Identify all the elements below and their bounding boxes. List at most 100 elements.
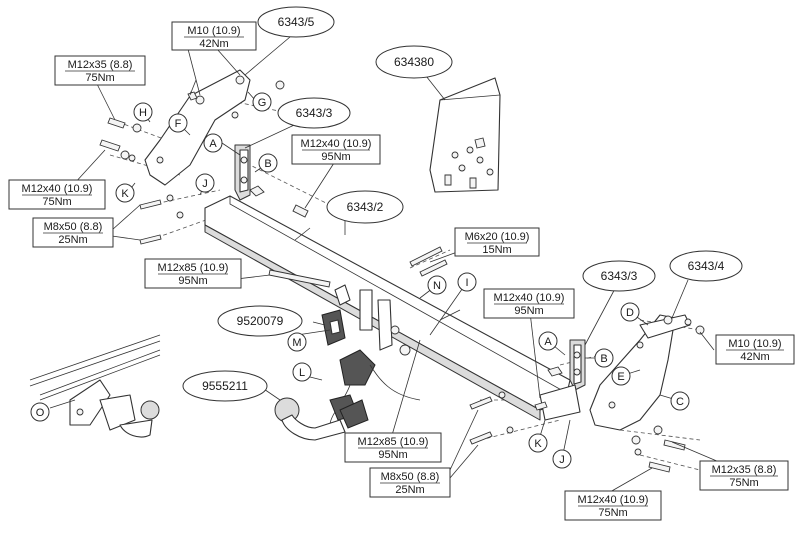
svg-text:E: E — [617, 371, 624, 383]
part-number-6343-2: 6343/2 — [326, 190, 404, 224]
part-number-6343-3-left: 6343/3 — [277, 97, 351, 129]
svg-text:95Nm: 95Nm — [378, 449, 407, 461]
right-side-bracket — [547, 339, 586, 391]
spec-m12x85-95nm-left: M12x85 (10.9) 95Nm — [144, 258, 242, 289]
svg-text:N: N — [433, 280, 441, 292]
svg-text:6343/4: 6343/4 — [688, 259, 725, 273]
svg-text:6343/3: 6343/3 — [601, 269, 638, 283]
svg-text:K: K — [121, 188, 129, 200]
callout-c: C — [670, 391, 690, 411]
wiring-harness — [329, 349, 421, 426]
callout-o: O — [30, 402, 50, 422]
svg-text:I: I — [465, 277, 468, 289]
svg-text:G: G — [258, 97, 267, 109]
svg-text:6343/5: 6343/5 — [278, 15, 315, 29]
svg-text:K: K — [534, 438, 542, 450]
spec-m12x85-95nm-bottom: M12x85 (10.9) 95Nm — [344, 432, 442, 463]
svg-text:A: A — [209, 138, 217, 150]
callout-k-left: K — [115, 183, 135, 203]
svg-text:75Nm: 75Nm — [598, 507, 627, 519]
spec-m12x40-95nm-top: M12x40 (10.9) 95Nm — [291, 134, 381, 165]
svg-text:75Nm: 75Nm — [85, 72, 114, 84]
callout-m: M — [287, 332, 307, 352]
right-bolts — [469, 391, 686, 473]
svg-text:C: C — [676, 396, 684, 408]
callout-j-right: J — [552, 449, 572, 469]
callout-g: G — [252, 92, 272, 112]
part-number-9555211: 9555211 — [182, 370, 268, 402]
svg-text:25Nm: 25Nm — [58, 234, 87, 246]
svg-text:6343/2: 6343/2 — [347, 200, 384, 214]
spec-m12x40-75nm-left: M12x40 (10.9) 75Nm — [8, 179, 106, 210]
spec-m10-42nm-right: M10 (10.9) 42Nm — [715, 334, 795, 365]
callout-i: I — [457, 272, 477, 292]
svg-text:9520079: 9520079 — [237, 314, 284, 328]
callout-n: N — [427, 275, 447, 295]
svg-text:M8x50 (8.8): M8x50 (8.8) — [44, 221, 103, 233]
spec-m12x35-75nm-top: M12x35 (8.8) 75Nm — [54, 55, 146, 86]
svg-text:J: J — [559, 454, 565, 466]
callout-letters: H F G A B J K N I M L O A B D E C K J — [30, 92, 690, 469]
right-side-plate — [589, 314, 705, 431]
left-bolts — [99, 80, 309, 245]
svg-text:M10 (10.9): M10 (10.9) — [187, 25, 240, 37]
callout-a-right: A — [538, 331, 558, 351]
svg-text:M6x20 (10.9): M6x20 (10.9) — [465, 231, 530, 243]
svg-text:B: B — [264, 158, 271, 170]
svg-text:H: H — [139, 107, 147, 119]
svg-text:M12x40 (10.9): M12x40 (10.9) — [301, 138, 372, 150]
svg-text:25Nm: 25Nm — [395, 484, 424, 496]
svg-text:M10 (10.9): M10 (10.9) — [728, 338, 781, 350]
right-end-plate — [534, 384, 581, 421]
part-number-6343-3-right: 6343/3 — [582, 260, 656, 292]
callout-f: F — [168, 113, 188, 133]
socket-plate — [321, 309, 346, 346]
spec-m8x50-25nm-bottom: M8x50 (8.8) 25Nm — [369, 467, 451, 498]
svg-text:M12x40 (10.9): M12x40 (10.9) — [494, 292, 565, 304]
spec-m12x40-95nm-right: M12x40 (10.9) 95Nm — [483, 288, 575, 319]
center-brackets — [268, 246, 448, 356]
svg-text:A: A — [544, 336, 552, 348]
svg-text:95Nm: 95Nm — [514, 305, 543, 317]
svg-text:95Nm: 95Nm — [178, 275, 207, 287]
svg-text:M12x35 (8.8): M12x35 (8.8) — [712, 464, 777, 476]
svg-text:M12x85 (10.9): M12x85 (10.9) — [158, 262, 229, 274]
part-number-634380: 634380 — [375, 45, 453, 79]
callout-h: H — [133, 102, 153, 122]
callout-e: E — [611, 366, 631, 386]
svg-text:O: O — [36, 407, 45, 419]
bolt-kit-bag — [429, 77, 501, 193]
svg-text:42Nm: 42Nm — [740, 351, 769, 363]
svg-text:M12x35 (8.8): M12x35 (8.8) — [68, 59, 133, 71]
spec-m10-42nm-top: M10 (10.9) 42Nm — [171, 21, 257, 51]
part-number-9520079: 9520079 — [217, 305, 303, 337]
svg-text:75Nm: 75Nm — [42, 196, 71, 208]
callout-a-left: A — [203, 133, 223, 153]
svg-text:L: L — [299, 367, 305, 379]
svg-text:6343/3: 6343/3 — [296, 106, 333, 120]
part-number-6343-5: 6343/5 — [257, 6, 335, 38]
svg-text:M8x50 (8.8): M8x50 (8.8) — [381, 471, 440, 483]
svg-text:15Nm: 15Nm — [482, 244, 511, 256]
svg-text:M: M — [292, 337, 301, 349]
svg-text:42Nm: 42Nm — [199, 38, 228, 50]
callout-k-right: K — [528, 433, 548, 453]
spec-m12x35-75nm-bottom: M12x35 (8.8) 75Nm — [699, 460, 789, 491]
left-side-bracket — [234, 144, 265, 201]
installed-view-inset — [29, 334, 161, 438]
svg-text:9555211: 9555211 — [202, 379, 248, 393]
svg-text:M12x40 (10.9): M12x40 (10.9) — [578, 494, 649, 506]
svg-text:M12x85 (10.9): M12x85 (10.9) — [358, 436, 429, 448]
callout-d: D — [620, 302, 640, 322]
callout-j-left: J — [195, 173, 215, 193]
callout-b-right: B — [594, 348, 614, 368]
spec-m6x20-15nm: M6x20 (10.9) 15Nm — [454, 227, 540, 257]
callout-l: L — [292, 362, 312, 382]
svg-text:95Nm: 95Nm — [321, 151, 350, 163]
svg-text:J: J — [202, 178, 208, 190]
spec-m12x40-75nm-bottom: M12x40 (10.9) 75Nm — [564, 490, 662, 521]
spec-m8x50-25nm-left: M8x50 (8.8) 25Nm — [32, 217, 114, 248]
svg-text:D: D — [626, 307, 634, 319]
svg-text:75Nm: 75Nm — [729, 477, 758, 489]
